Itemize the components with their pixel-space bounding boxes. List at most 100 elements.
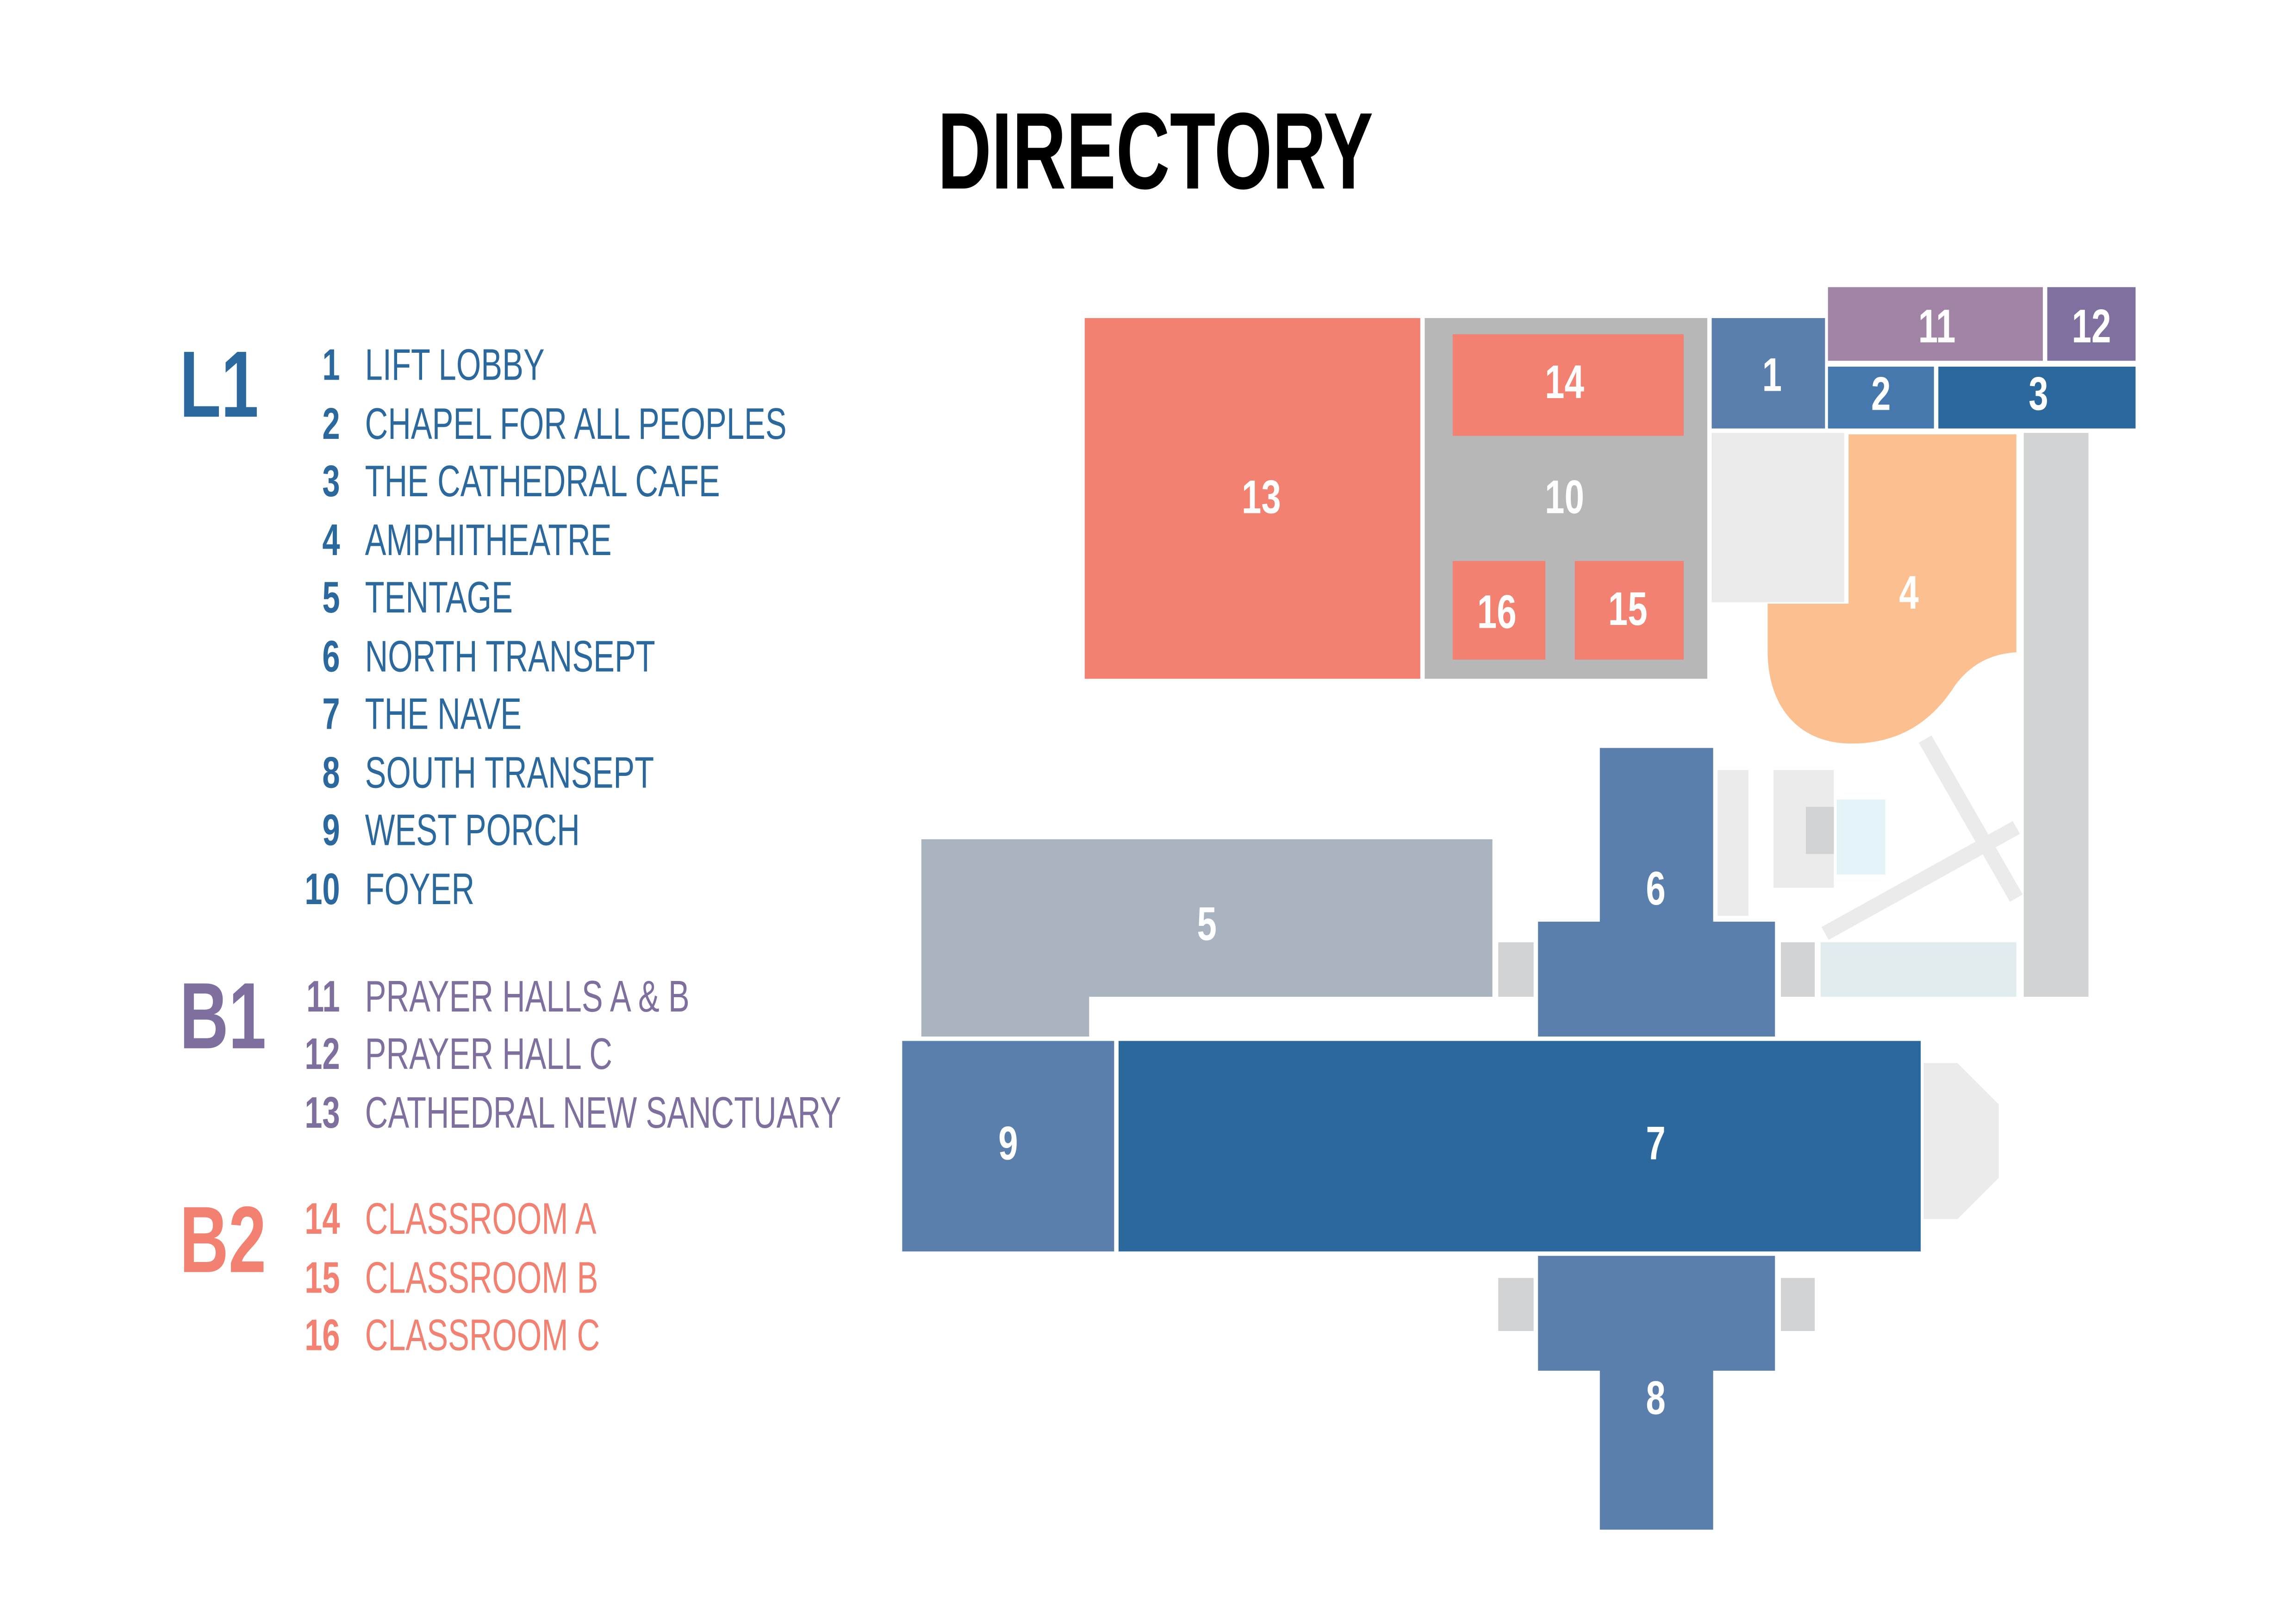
item-number: 4	[322, 515, 340, 565]
area-water-feature	[1836, 799, 1885, 875]
legend-level-l1: L1 1 LIFT LOBBY 2 CHAPEL FOR ALL PEOPLES 3…	[180, 331, 787, 913]
item-number: 7	[322, 689, 340, 738]
room-6[interactable]: 6	[1538, 748, 1775, 1037]
legend-item: 2 CHAPEL FOR ALL PEOPLES	[322, 399, 786, 449]
item-label: NORTH TRANSEPT	[365, 631, 655, 681]
area-east-column	[2023, 433, 2089, 997]
room-label: 8	[1646, 1372, 1665, 1424]
room-8[interactable]: 8	[1538, 1255, 1775, 1530]
item-number: 1	[322, 340, 340, 390]
level-heading: B2	[180, 1187, 266, 1292]
room-5[interactable]: 5	[921, 839, 1493, 1037]
legend-item: 11 PRAYER HALLS A & B	[306, 972, 690, 1021]
item-number: 5	[322, 573, 340, 622]
item-number: 3	[322, 456, 340, 506]
item-label: CHAPEL FOR ALL PEOPLES	[365, 399, 787, 449]
area-small-grey	[1498, 1278, 1534, 1331]
area-light-block	[1711, 433, 1844, 602]
legend-item: 13 CATHEDRAL NEW SANCTUARY	[305, 1088, 841, 1137]
path-diagonal	[1821, 821, 2020, 940]
room-14[interactable]: 14	[1452, 334, 1684, 436]
room-11[interactable]: 11	[1828, 287, 2043, 361]
item-label: TENTAGE	[365, 573, 513, 622]
room-label: 2	[1871, 368, 1891, 420]
item-label: PRAYER HALLS A & B	[365, 972, 690, 1021]
page-title: DIRECTORY	[938, 90, 1373, 212]
legend-item: 6 NORTH TRANSEPT	[322, 631, 655, 681]
level-heading: L1	[180, 331, 259, 437]
area-small-grey	[1498, 942, 1534, 997]
legend-item: 15 CLASSROOM B	[305, 1253, 598, 1302]
room-2[interactable]: 2	[1828, 367, 1934, 429]
area-small-grey	[1780, 942, 1815, 997]
room-label: 16	[1477, 586, 1517, 638]
room-12[interactable]: 12	[2047, 287, 2136, 361]
level-heading: B1	[180, 963, 266, 1068]
room-13[interactable]: 13	[1084, 318, 1420, 679]
item-number: 2	[322, 399, 340, 449]
item-number: 6	[322, 631, 340, 681]
legend-item: 5 TENTAGE	[322, 573, 513, 622]
legend-item: 10 FOYER	[305, 864, 474, 914]
room-label: 1	[1762, 349, 1782, 401]
legend-item: 9 WEST PORCH	[322, 805, 580, 855]
item-label: CLASSROOM A	[365, 1194, 597, 1243]
area-apse	[1923, 1063, 1999, 1219]
item-label: LIFT LOBBY	[365, 340, 545, 390]
room-7[interactable]: 7	[1118, 1041, 1921, 1252]
item-label: SOUTH TRANSEPT	[365, 748, 654, 797]
room-label: 14	[1545, 356, 1584, 409]
room-label: 12	[2072, 300, 2111, 353]
item-label: WEST PORCH	[365, 805, 580, 855]
room-label: 10	[1545, 471, 1584, 524]
legend-item: 4 AMPHITHEATRE	[322, 515, 611, 565]
item-label: FOYER	[365, 864, 475, 914]
room-label: 15	[1608, 583, 1648, 635]
legend-item: 14 CLASSROOM A	[305, 1194, 597, 1243]
area-light-strip	[1717, 770, 1748, 916]
item-label: CLASSROOM B	[365, 1253, 598, 1302]
item-number: 8	[322, 748, 340, 797]
room-label: 11	[1918, 300, 1956, 353]
legend-item: 8 SOUTH TRANSEPT	[322, 748, 654, 797]
item-number: 14	[305, 1194, 340, 1243]
item-number: 10	[305, 864, 340, 914]
item-number: 13	[305, 1088, 340, 1137]
item-label: THE CATHEDRAL CAFE	[365, 456, 720, 506]
title: DIRECTORY	[938, 90, 1373, 212]
room-4[interactable]: 4	[1767, 434, 2016, 744]
item-number: 16	[305, 1310, 340, 1360]
item-label: PRAYER HALL C	[365, 1029, 612, 1079]
path-diagonal	[1918, 735, 2023, 902]
item-label: CLASSROOM C	[365, 1310, 600, 1360]
room-label: 9	[998, 1118, 1018, 1170]
room-label: 13	[1242, 471, 1281, 524]
legend-item: 1 LIFT LOBBY	[322, 340, 544, 390]
area-grey-square	[1806, 806, 1834, 854]
room-1[interactable]: 1	[1711, 318, 1825, 429]
room-label: 5	[1197, 898, 1216, 950]
room-label: 6	[1646, 863, 1665, 915]
room-9[interactable]: 9	[902, 1041, 1114, 1252]
legend-level-b2: B2 14 CLASSROOM A 15 CLASSROOM B 16 CLASSRO…	[180, 1187, 600, 1360]
item-number: 12	[305, 1029, 340, 1079]
item-number: 15	[305, 1253, 340, 1302]
item-label: AMPHITHEATRE	[365, 515, 612, 565]
legend-item: 3 THE CATHEDRAL CAFE	[322, 456, 720, 506]
room-3[interactable]: 3	[1938, 367, 2136, 429]
room-15[interactable]: 15	[1574, 561, 1684, 660]
legend-item: 16 CLASSROOM C	[305, 1310, 600, 1360]
item-number: 9	[322, 805, 340, 855]
room-16[interactable]: 16	[1452, 561, 1546, 660]
area-cyan-strip	[1820, 942, 2016, 997]
floor-map: 13 10 14 16 15 1 11 12 2 3 4 5 6 9 7 8	[902, 287, 2136, 1530]
area-small-grey	[1780, 1278, 1815, 1331]
item-label: CATHEDRAL NEW SANCTUARY	[365, 1088, 841, 1137]
item-number: 11	[306, 972, 340, 1021]
room-label: 7	[1646, 1118, 1665, 1170]
room-label: 4	[1899, 567, 1918, 619]
room-label: 3	[2028, 368, 2048, 420]
